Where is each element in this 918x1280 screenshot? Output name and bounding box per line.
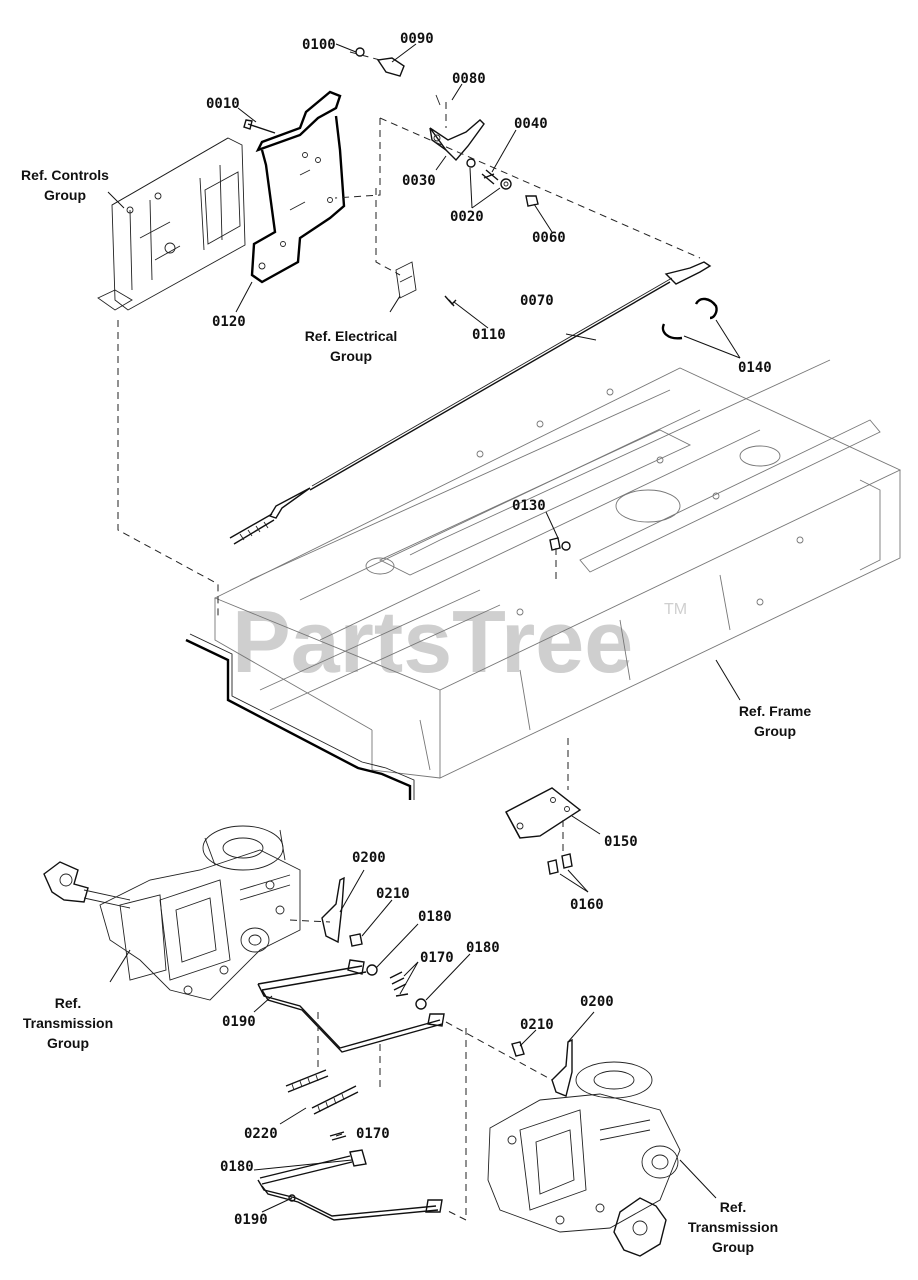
springs-0220-drawing: [285, 1069, 359, 1115]
ref-electrical-line1: Ref. Electrical: [305, 328, 398, 344]
rod-drawing: [185, 638, 412, 800]
electrical-connector-drawing: [395, 261, 457, 307]
label-0210-left: 0210: [376, 886, 410, 902]
leader-lines: [107, 43, 741, 1213]
cable-0070-drawing: [229, 261, 712, 545]
label-0150: 0150: [604, 834, 638, 850]
label-0020: 0020: [450, 209, 484, 225]
label-0110: 0110: [472, 327, 506, 343]
right-lever-0200-drawing: [511, 1038, 573, 1097]
bolt-0010-drawing: [243, 119, 276, 134]
label-0070: 0070: [520, 293, 554, 309]
label-0080: 0080: [452, 71, 486, 87]
ref-trans-left-line1: Ref.: [55, 995, 81, 1011]
reference-group-labels: Ref. Controls Group Ref. Electrical Grou…: [21, 167, 811, 1255]
label-0100: 0100: [302, 37, 336, 53]
left-transmission-drawing: [43, 825, 301, 1001]
hardware-0130-drawing: [549, 537, 571, 551]
part-number-labels: 0100 0090 0080 0010 0040 0030 0020 0060 …: [206, 31, 772, 1228]
rod-0190-upper-drawing: [257, 959, 445, 1053]
ref-controls-line1: Ref. Controls: [21, 167, 109, 183]
label-0130: 0130: [512, 498, 546, 514]
label-0140: 0140: [738, 360, 772, 376]
plate-0120-drawing: [250, 90, 346, 284]
watermark-text: PartsTree: [232, 592, 633, 691]
ref-trans-right-line1: Ref.: [720, 1199, 746, 1215]
label-0170-lower: 0170: [356, 1126, 390, 1142]
rod-edge-drawing: [189, 633, 415, 800]
label-0170-upper: 0170: [420, 950, 454, 966]
label-0220: 0220: [244, 1126, 278, 1142]
label-0030: 0030: [402, 173, 436, 189]
label-0200-right: 0200: [580, 994, 614, 1010]
label-0190-upper: 0190: [222, 1014, 256, 1030]
lever-assembly-drawing: [355, 47, 539, 207]
bracket-0150-drawing: [505, 787, 582, 875]
ref-controls-line2: Group: [44, 187, 86, 203]
controls-bracket-drawing: [97, 137, 246, 311]
label-0010: 0010: [206, 96, 240, 112]
label-0040: 0040: [514, 116, 548, 132]
ref-electrical-line2: Group: [330, 348, 372, 364]
label-0060: 0060: [532, 230, 566, 246]
label-0210-right: 0210: [520, 1017, 554, 1033]
ref-trans-right-line3: Group: [712, 1239, 754, 1255]
ref-frame-line2: Group: [754, 723, 796, 739]
dashed-assembly-lines: [117, 51, 701, 1221]
right-transmission-drawing: [487, 1061, 681, 1257]
label-0180-upper-2: 0180: [466, 940, 500, 956]
left-lever-0200-drawing: [321, 876, 363, 947]
hardware-0170-0180-upper-drawing: [366, 964, 427, 1010]
label-0180-lower: 0180: [220, 1159, 254, 1175]
label-0180-upper-1: 0180: [418, 909, 452, 925]
ref-trans-left-line3: Group: [47, 1035, 89, 1051]
clips-0140-drawing: [661, 297, 718, 340]
label-0190-lower: 0190: [234, 1212, 268, 1228]
ref-frame-line1: Ref. Frame: [739, 703, 812, 719]
frame-drawing: [213, 359, 902, 779]
label-0090: 0090: [400, 31, 434, 47]
label-0160: 0160: [570, 897, 604, 913]
watermark-tm: TM: [664, 601, 687, 618]
ref-trans-right-line2: Transmission: [688, 1219, 778, 1235]
rod-0190-lower-drawing: [257, 1131, 443, 1221]
label-0200-left: 0200: [352, 850, 386, 866]
label-0120: 0120: [212, 314, 246, 330]
ref-trans-left-line2: Transmission: [23, 1015, 113, 1031]
